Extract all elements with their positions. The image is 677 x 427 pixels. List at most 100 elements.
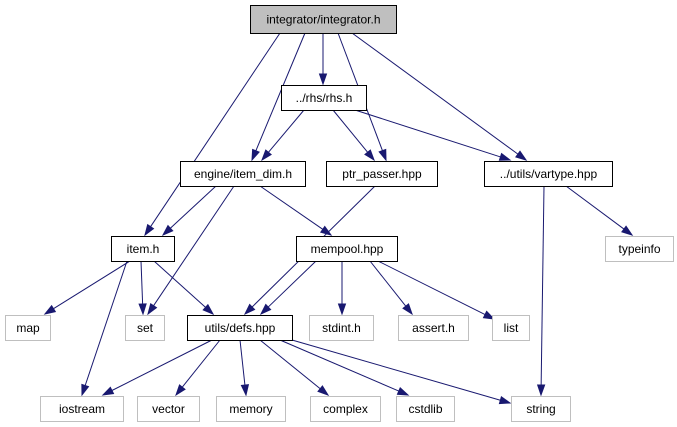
edge-vartype-to-typeinfo — [565, 185, 634, 236]
node-label: string — [526, 402, 555, 416]
edge-defs-to-vector — [175, 339, 221, 397]
arrowhead-icon — [101, 386, 115, 396]
edge-rhs-to-vartype — [354, 109, 512, 161]
edge-defs-to-cstdlib — [279, 339, 410, 396]
edge-item_dim-to-mempool — [259, 185, 333, 236]
node-box — [281, 85, 367, 111]
edge-line — [279, 339, 400, 392]
node-box — [484, 161, 613, 187]
edge-defs-to-iostream — [101, 339, 213, 396]
arrowhead-icon — [43, 304, 57, 315]
node-vartype[interactable]: ../utils/vartype.hpp — [484, 161, 613, 187]
edge-mempool-to-stdint — [337, 261, 347, 316]
node-label: typeinfo — [618, 242, 660, 256]
arrowhead-icon — [243, 303, 256, 316]
edge-line — [255, 32, 306, 151]
node-set: set — [125, 315, 165, 341]
node-defs[interactable]: utils/defs.hpp — [187, 315, 293, 341]
node-cstdlib: cstdlib — [396, 396, 455, 422]
edge-line — [53, 260, 131, 310]
arrowhead-icon — [402, 303, 413, 316]
node-assert: assert.h — [398, 315, 469, 341]
node-item[interactable]: item.h — [111, 236, 175, 262]
edge-line — [351, 32, 519, 155]
edge-line — [140, 260, 144, 305]
node-list: list — [492, 315, 530, 341]
arrowhead-icon — [396, 386, 410, 396]
node-label: list — [504, 321, 519, 335]
node-string: string — [511, 396, 571, 422]
node-label: utils/defs.hpp — [205, 321, 276, 335]
node-box — [180, 161, 306, 187]
arrowhead-icon — [319, 225, 333, 236]
edge-rhs-to-item_dim — [261, 109, 305, 162]
node-item-dim[interactable]: engine/item_dim.h — [180, 161, 306, 187]
node-box — [5, 315, 51, 341]
node-rhs[interactable]: ../rhs/rhs.h — [281, 85, 367, 111]
arrowhead-icon — [147, 302, 158, 316]
node-label: memory — [229, 402, 272, 416]
node-box — [296, 236, 398, 262]
node-box — [398, 315, 469, 341]
node-label: stdint.h — [322, 321, 361, 335]
node-label: map — [16, 321, 40, 335]
node-label: ../rhs/rhs.h — [296, 91, 353, 105]
node-label: integrator/integrator.h — [266, 13, 380, 27]
edge-line — [150, 32, 281, 227]
edges-layer — [43, 32, 634, 405]
node-stdint: stdint.h — [309, 315, 374, 341]
edge-item_dim-to-set — [147, 185, 235, 316]
node-box — [187, 315, 293, 341]
arrowhead-icon — [337, 303, 347, 316]
edge-item-to-set — [138, 260, 147, 316]
node-mempool[interactable]: mempool.hpp — [296, 236, 398, 262]
node-ptr-passer[interactable]: ptr_passer.hpp — [326, 161, 438, 187]
node-map: map — [5, 315, 51, 341]
node-typeinfo: typeinfo — [605, 236, 674, 262]
node-box — [309, 315, 374, 341]
node-label: ../utils/vartype.hpp — [500, 167, 598, 181]
edge-line — [239, 339, 246, 386]
node-iostream: iostream — [40, 396, 124, 422]
arrowhead-icon — [482, 310, 496, 320]
edge-integrator-to-item_dim — [251, 32, 306, 162]
edge-line — [111, 339, 213, 391]
node-box — [492, 315, 530, 341]
node-box — [125, 315, 165, 341]
edge-item-to-defs — [153, 260, 215, 316]
node-box — [511, 396, 571, 422]
arrowhead-icon — [251, 148, 260, 162]
arrowhead-icon — [378, 148, 387, 162]
node-label: item.h — [127, 242, 160, 256]
arrowhead-icon — [161, 224, 174, 237]
arrowhead-icon — [202, 303, 215, 316]
nodes-layer: integrator/integrator.h ../rhs/rhs.h engin… — [5, 5, 674, 422]
node-box — [396, 396, 455, 422]
edge-line — [259, 185, 324, 230]
node-integrator[interactable]: integrator/integrator.h — [250, 5, 397, 34]
arrowhead-icon — [261, 149, 272, 162]
node-label: complex — [323, 402, 368, 416]
arrowhead-icon — [144, 223, 155, 237]
arrowhead-icon — [621, 225, 634, 236]
edge-integrator-to-vartype — [351, 32, 528, 161]
edge-line — [181, 339, 221, 388]
edge-defs-to-memory — [239, 339, 250, 397]
node-label: vector — [152, 402, 185, 416]
edge-line — [84, 260, 128, 386]
arrowhead-icon — [81, 383, 90, 397]
edge-mempool-to-assert — [369, 260, 413, 316]
edge-line — [332, 109, 369, 153]
arrowhead-icon — [318, 73, 328, 86]
node-label: mempool.hpp — [311, 242, 384, 256]
edge-defs-to-complex — [259, 339, 330, 396]
node-box — [605, 236, 674, 262]
node-box — [250, 5, 397, 34]
edge-vartype-to-string — [536, 185, 546, 397]
edge-line — [267, 260, 317, 308]
edge-line — [259, 339, 321, 390]
node-box — [137, 396, 200, 422]
node-complex: complex — [310, 396, 381, 422]
edge-item_dim-to-item — [161, 185, 217, 237]
